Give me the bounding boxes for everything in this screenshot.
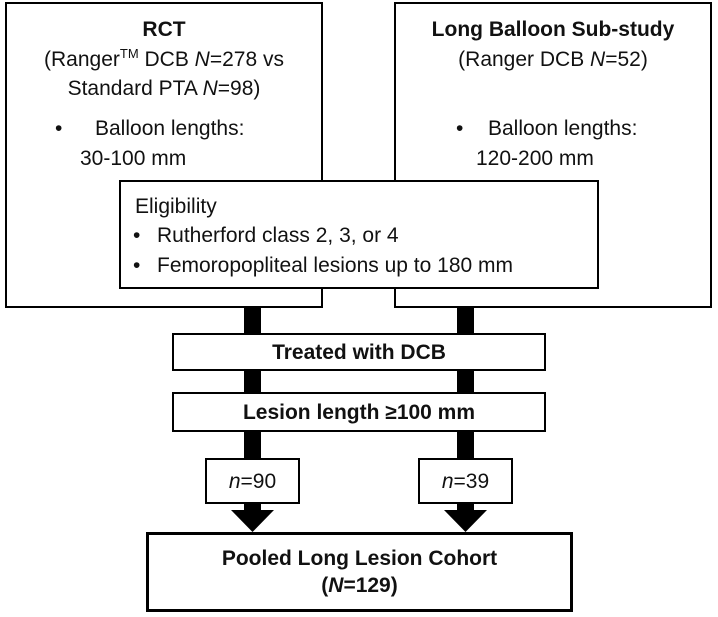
eligibility-bullet-dot: • [133,254,141,277]
count-right-var: n [441,469,454,493]
arrow-right-head [444,510,487,532]
count-left-var: n [228,469,241,493]
eligibility-item-text: Rutherford class 2, 3, or 4 [157,224,399,247]
arrow-left-head [231,510,274,532]
connector-right-lower [457,431,474,458]
rct-bullet-label: Balloon lengths: [95,117,245,140]
connector-left-lower [244,431,261,458]
rct-pta-n-label: N [202,77,218,100]
rct-bullet-value: 30-100 mm [80,147,187,170]
count-left-value: =90 [240,469,277,493]
pooled-open-paren: ( [321,574,329,597]
pooled-cohort-box: Pooled Long Lesion Cohort (N=129) [146,532,573,612]
rct-n-value: =278 vs [209,48,284,71]
eligibility-item-text: Femoropopliteal lesions up to 180 mm [157,254,514,277]
substudy-bullet-label: Balloon lengths: [488,117,638,140]
rct-pta-n-value: =98) [217,77,261,100]
rct-line2: Standard PTA N=98) [7,75,321,102]
rct-line2-prefix: Standard PTA [67,77,203,100]
substudy-title: Long Balloon Sub-study [431,18,675,41]
substudy-bullet-value: 120-200 mm [476,147,594,170]
pooled-n-value: =129) [343,574,398,597]
eligibility-bullet-dot: • [133,224,141,247]
arrow-left-shaft [244,503,261,511]
substudy-n-value: =52) [605,48,648,71]
eligibility-item: • Femoropopliteal lesions up to 180 mm [133,252,513,279]
rct-n-label: N [194,48,210,71]
arrow-right-shaft [457,503,474,511]
count-right-value: =39 [453,469,490,493]
count-left-box: n=90 [205,458,300,504]
rct-line1-mid: DCB [138,48,195,71]
rct-line1: (RangerTM DCB N=278 vs [7,46,321,73]
rct-bullet: • Balloon lengths: 30-100 mm [55,115,244,172]
substudy-n-label: N [590,48,606,71]
count-right-text: n=39 [442,468,489,495]
lesion-length-box: Lesion length ≥100 mm [172,392,546,432]
substudy-bullet-dot: • [456,117,464,140]
treated-box: Treated with DCB [172,333,546,371]
treated-label: Treated with DCB [272,340,446,364]
rct-bullet-dot: • [55,117,63,140]
substudy-line1: (Ranger DCB N=52) [396,46,710,73]
count-right-box: n=39 [418,458,513,504]
substudy-line1-prefix: (Ranger DCB [458,48,591,71]
eligibility-title: Eligibility [135,195,217,218]
pooled-cohort-title: Pooled Long Lesion Cohort [221,547,498,570]
rct-title: RCT [142,18,186,41]
eligibility-item: • Rutherford class 2, 3, or 4 [133,222,399,249]
connector-right-upper [457,308,474,334]
rct-line1-prefix: (Ranger [44,48,120,71]
lesion-length-label: Lesion length ≥100 mm [242,400,476,424]
substudy-bullet: • Balloon lengths: 120-200 mm [456,115,637,172]
connector-left-mid [244,370,261,392]
pooled-n-label: N [328,574,344,597]
rct-trademark: TM [119,46,139,61]
connector-right-mid [457,370,474,392]
eligibility-box: Eligibility • Rutherford class 2, 3, or … [119,180,599,289]
connector-left-upper [244,308,261,334]
pooled-cohort-count: (N=129) [321,572,397,599]
count-left-text: n=90 [229,468,276,495]
